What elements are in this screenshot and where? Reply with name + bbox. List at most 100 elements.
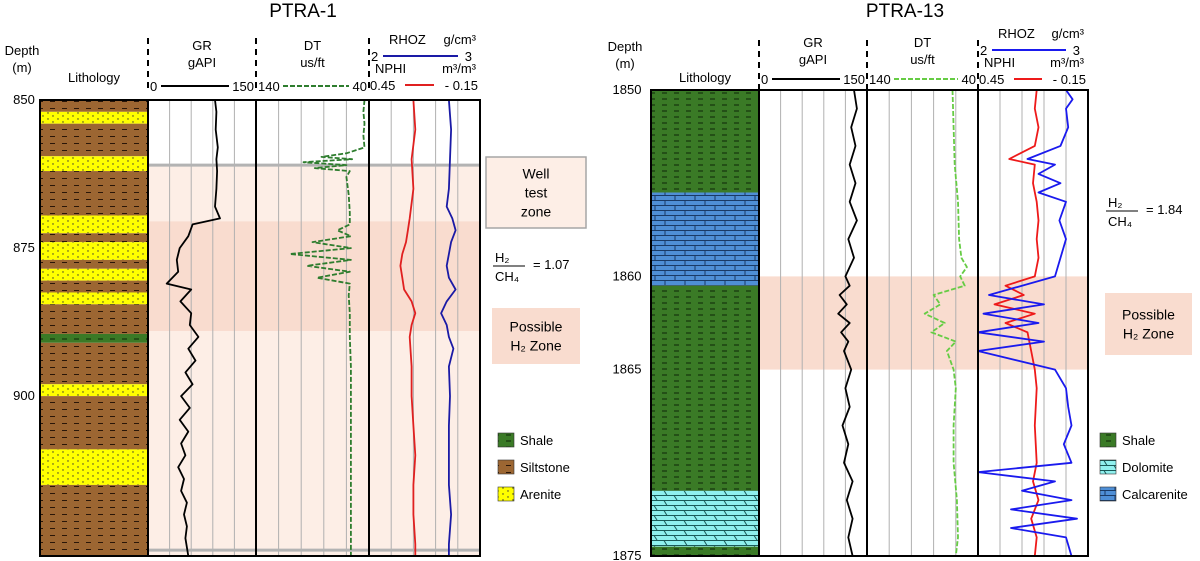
track-name-nphi: NPHI <box>375 61 406 76</box>
zone-label-box <box>1105 293 1192 355</box>
scale-max: 150 <box>232 79 254 94</box>
lithology-interval-dolomite <box>651 490 759 547</box>
zone-shading <box>148 221 480 331</box>
scale-min: 140 <box>869 72 891 87</box>
curve-rhoz <box>440 99 457 556</box>
scale-min: 0 <box>761 72 768 87</box>
legend-swatch-dolomite <box>1099 459 1117 475</box>
depth-tick-label: 850 <box>13 92 35 107</box>
track-unit-rhoz: g/cm³ <box>444 32 477 47</box>
track-unit-nphi: m³/m³ <box>1050 55 1085 70</box>
ratio-value: = 1.84 <box>1146 202 1183 217</box>
depth-axis-label: Depth <box>608 39 643 54</box>
depth-axis-label: Depth <box>5 43 40 58</box>
legend-label-arenite: Arenite <box>520 487 561 502</box>
lithology-interval-siltstone <box>40 100 148 112</box>
zone-label-text: Well <box>523 166 550 182</box>
scale-max: 40 <box>353 79 367 94</box>
scale-max: - 0.15 <box>1053 72 1086 87</box>
scale-max: 3 <box>465 49 472 64</box>
lithology-interval-siltstone <box>40 233 148 243</box>
legend-label-dolomite: Dolomite <box>1122 460 1173 475</box>
lithology-interval-shale <box>651 546 759 556</box>
ratio-denominator: CH₄ <box>495 269 519 284</box>
lithology-interval-arenite <box>40 111 148 124</box>
lithology-interval-shale <box>651 90 759 193</box>
legend-label-shale: Shale <box>520 433 553 448</box>
track-name-gr: GR <box>803 35 823 50</box>
scale-min: 0.45 <box>370 78 395 93</box>
lithology-interval-arenite <box>40 292 148 305</box>
curve-gr <box>837 89 858 557</box>
legend-swatch-arenite <box>497 486 515 502</box>
ratio-value: = 1.07 <box>533 257 570 272</box>
track-unit-rhoz: g/cm³ <box>1052 26 1085 41</box>
lithology-interval-siltstone <box>40 396 148 450</box>
depth-axis-unit: (m) <box>615 56 635 71</box>
scale-min: 0 <box>150 79 157 94</box>
lithology-interval-siltstone <box>40 280 148 293</box>
legend-swatch-shale <box>497 432 515 448</box>
curve-gr <box>165 99 221 557</box>
curve-rhoz <box>977 89 1078 557</box>
lithology-interval-arenite <box>40 449 148 485</box>
lithology-interval-arenite <box>40 156 148 172</box>
track-unit-dt: us/ft <box>300 55 325 70</box>
depth-tick-label: 875 <box>13 240 35 255</box>
curve-dt <box>288 99 366 556</box>
scale-max: 150 <box>843 72 865 87</box>
track-name-dt: DT <box>304 38 321 53</box>
lithology-interval-arenite <box>40 268 148 281</box>
lithology-interval-siltstone <box>40 123 148 157</box>
chart-title: PTRA-1 <box>269 1 337 22</box>
scale-min: 140 <box>258 79 280 94</box>
zone-label-text: H₂ Zone <box>1123 326 1175 342</box>
depth-axis-unit: (m) <box>12 60 32 75</box>
track-unit-nphi: m³/m³ <box>442 61 477 76</box>
ratio-numerator: H₂ <box>495 250 509 265</box>
track-frame <box>368 99 481 557</box>
chart-title: PTRA-13 <box>866 1 944 22</box>
lithology-interval-arenite <box>40 384 148 397</box>
lithology-interval-arenite <box>40 242 148 260</box>
scale-max: 3 <box>1073 43 1080 58</box>
lithology-header: Lithology <box>68 70 121 85</box>
depth-tick-label: 1860 <box>613 268 642 283</box>
legend-label-shale: Shale <box>1122 433 1155 448</box>
track-unit-gr: gAPI <box>188 55 216 70</box>
lithology-interval-siltstone <box>40 304 148 334</box>
scale-min: 0.45 <box>979 72 1004 87</box>
track-name-gr: GR <box>192 38 212 53</box>
legend-label-calcarenite: Calcarenite <box>1122 487 1188 502</box>
curve-nphi <box>993 89 1040 557</box>
lithology-interval-siltstone <box>40 171 148 216</box>
depth-tick-label: 900 <box>13 388 35 403</box>
zone-label-box <box>492 308 580 364</box>
scale-min: 2 <box>980 43 987 58</box>
ratio-denominator: CH₄ <box>1108 214 1132 229</box>
legend-label-siltstone: Siltstone <box>520 460 570 475</box>
lithology-interval-arenite <box>40 215 148 234</box>
zone-label-text: H₂ Zone <box>510 338 562 354</box>
track-name-rhoz: RHOZ <box>998 26 1035 41</box>
track-name-nphi: NPHI <box>984 55 1015 70</box>
legend-swatch-shale <box>1099 432 1117 448</box>
ratio-numerator: H₂ <box>1108 195 1122 210</box>
lithology-interval-siltstone <box>40 259 148 269</box>
zone-label-text: Possible <box>510 319 563 335</box>
track-name-rhoz: RHOZ <box>389 32 426 47</box>
track-unit-dt: us/ft <box>910 52 935 67</box>
curve-nphi <box>399 99 417 556</box>
panel-ptra-13: PTRA-13Depth(m)Lithology1850186018651875… <box>608 1 1192 561</box>
depth-tick-label: 1865 <box>613 362 642 377</box>
lithology-header: Lithology <box>679 70 732 85</box>
lithology-interval-siltstone <box>40 484 148 556</box>
lithology-interval-shale <box>40 333 148 343</box>
scale-max: - 0.15 <box>445 78 478 93</box>
lithology-interval-calcarenite <box>651 192 759 286</box>
track-frame <box>977 89 1089 557</box>
depth-tick-label: 1850 <box>613 82 642 97</box>
lithology-interval-shale <box>651 285 759 491</box>
